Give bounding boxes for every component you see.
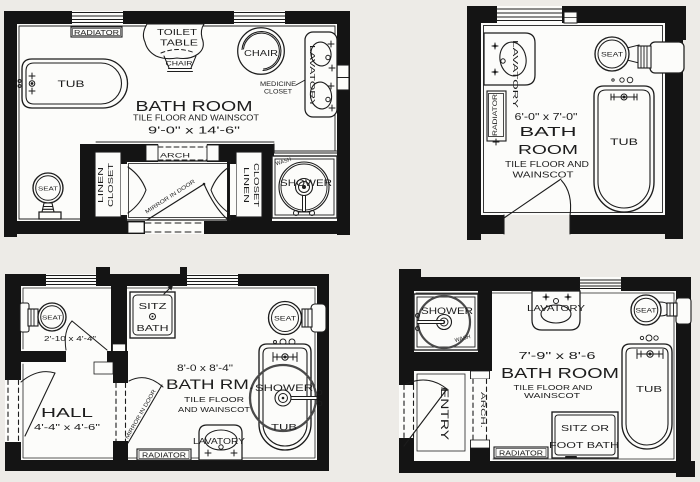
svg-text:ARCH.: ARCH. (479, 392, 486, 428)
svg-text:WASH: WASH (275, 157, 292, 168)
svg-text:SHOWER: SHOWER (421, 306, 474, 316)
svg-text:SHOWER: SHOWER (280, 178, 333, 188)
svg-text:RADIATOR: RADIATOR (492, 94, 499, 136)
svg-text:AND WAINSCOT: AND WAINSCOT (178, 405, 251, 414)
svg-text:2'-10 x 4'-4": 2'-10 x 4'-4" (44, 334, 96, 343)
svg-text:BATH ROOM: BATH ROOM (136, 98, 253, 115)
svg-text:SEAT: SEAT (601, 52, 623, 59)
svg-text:CLOSET: CLOSET (264, 89, 292, 96)
svg-text:WASH: WASH (454, 334, 471, 344)
svg-text:BATH ROOM: BATH ROOM (501, 365, 619, 382)
svg-text:TUB: TUB (636, 384, 663, 394)
svg-text:WAINSCOT: WAINSCOT (513, 171, 574, 180)
svg-text:TUB: TUB (58, 79, 85, 89)
svg-text:SITZ: SITZ (139, 302, 167, 311)
svg-text:6'-0" x 7'-0": 6'-0" x 7'-0" (515, 112, 579, 123)
svg-text:TUB: TUB (610, 137, 638, 147)
svg-text:RADIATOR: RADIATOR (499, 451, 543, 458)
svg-text:WAINSCOT: WAINSCOT (524, 391, 581, 400)
svg-text:HALL: HALL (41, 405, 93, 420)
svg-text:TILE FLOOR AND: TILE FLOOR AND (505, 160, 589, 169)
svg-text:ROOM: ROOM (518, 143, 578, 157)
svg-text:RADIATOR: RADIATOR (74, 30, 119, 37)
svg-text:LAVATORY: LAVATORY (511, 40, 520, 108)
svg-text:LAVATORY: LAVATORY (193, 437, 246, 446)
svg-text:4'-4" x 4'-6": 4'-4" x 4'-6" (34, 422, 100, 432)
svg-text:SHOWER: SHOWER (255, 383, 314, 393)
svg-text:TILE FLOOR AND: TILE FLOOR AND (514, 383, 594, 392)
svg-text:SEAT: SEAT (636, 309, 657, 315)
svg-text:ARCH: ARCH (160, 153, 190, 160)
svg-text:BATH RM.: BATH RM. (166, 377, 254, 392)
svg-text:TILE FLOOR: TILE FLOOR (184, 395, 245, 404)
svg-text:8'-0 x 8'-4": 8'-0 x 8'-4" (177, 363, 233, 373)
svg-text:SEAT: SEAT (42, 316, 63, 322)
svg-text:TILE FLOOR AND WAINSCOT: TILE FLOOR AND WAINSCOT (133, 114, 259, 123)
svg-text:CLOSET: CLOSET (252, 163, 259, 208)
svg-text:CHAIR: CHAIR (166, 62, 194, 68)
svg-text:TOILET: TOILET (157, 27, 197, 37)
svg-text:CLOSET: CLOSET (108, 162, 115, 207)
svg-text:LAVATORY: LAVATORY (527, 303, 585, 313)
svg-text:TABLE: TABLE (160, 38, 198, 48)
svg-text:9'-0" x 14'-6": 9'-0" x 14'-6" (148, 126, 241, 137)
svg-text:LINEN: LINEN (98, 167, 105, 203)
svg-text:7'-9" x 8'-6: 7'-9" x 8'-6 (519, 351, 597, 362)
svg-text:LINEN: LINEN (242, 167, 249, 203)
svg-text:BATH: BATH (137, 324, 169, 333)
svg-text:SEAT: SEAT (38, 187, 59, 193)
svg-text:BATH: BATH (520, 125, 577, 139)
svg-text:SITZ OR: SITZ OR (561, 423, 609, 433)
svg-text:CHAIR: CHAIR (244, 49, 278, 58)
svg-text:SEAT: SEAT (274, 316, 296, 323)
svg-text:RADIATOR: RADIATOR (142, 453, 186, 460)
svg-text:TUB: TUB (271, 422, 298, 432)
svg-text:FOOT BATH: FOOT BATH (549, 440, 619, 450)
svg-text:LAVATORY: LAVATORY (308, 45, 317, 107)
svg-text:ENTRY: ENTRY (438, 388, 450, 441)
svg-text:MEDICINE: MEDICINE (260, 81, 296, 88)
